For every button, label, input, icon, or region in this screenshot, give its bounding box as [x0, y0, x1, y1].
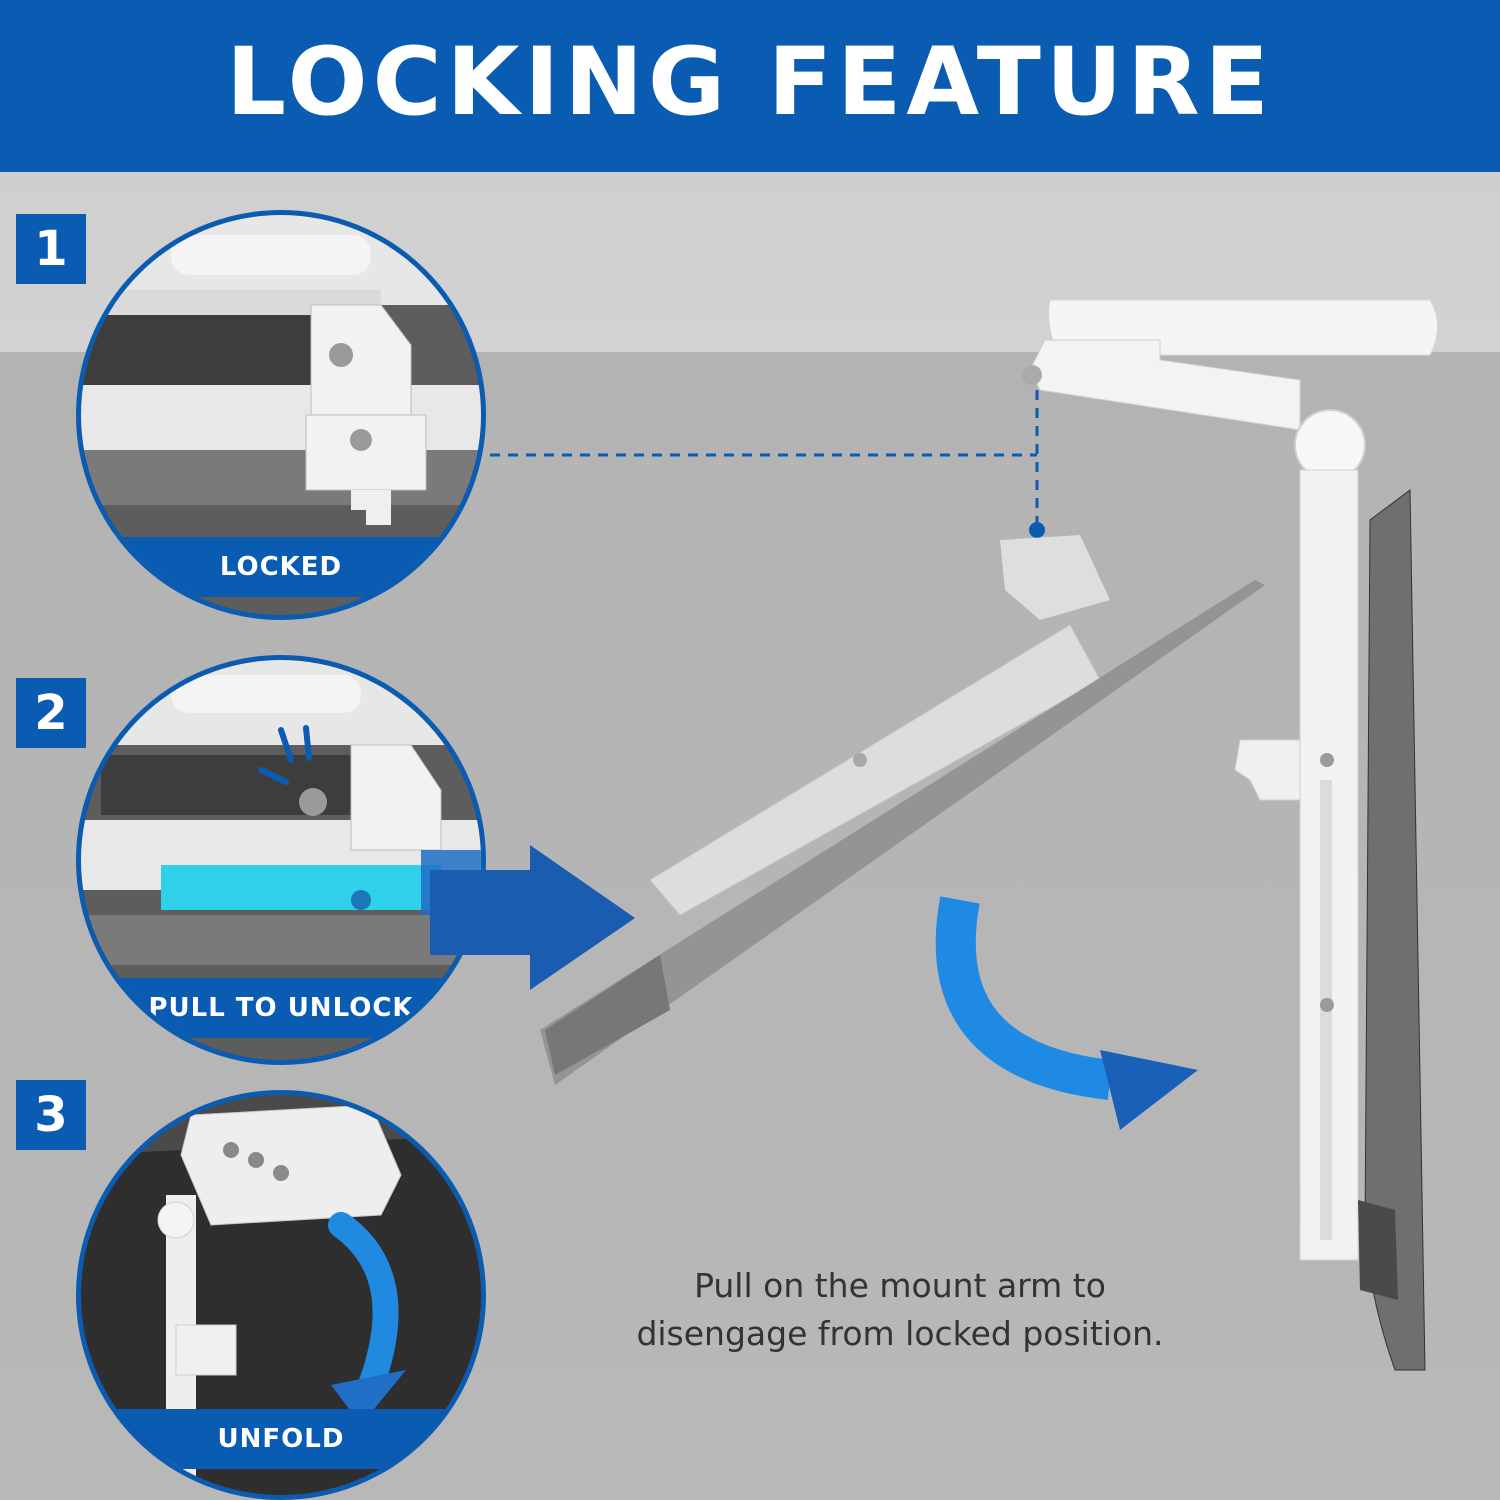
header-banner: LOCKING FEATURE [0, 0, 1500, 172]
step-2-badge: 2 [16, 678, 86, 748]
step-2-unlock-closeup: PULL TO UNLOCK [76, 655, 486, 1065]
step-3-label: UNFOLD [81, 1409, 481, 1469]
step-1-label: LOCKED [81, 537, 481, 597]
step-2-label: PULL TO UNLOCK [81, 978, 481, 1038]
caption-line-1: Pull on the mount arm to [694, 1266, 1106, 1305]
step-3-unfold-closeup: UNFOLD [76, 1090, 486, 1500]
page-title: LOCKING FEATURE [226, 27, 1274, 137]
caption-line-2: disengage from locked position. [636, 1314, 1164, 1353]
step-1-badge: 1 [16, 214, 86, 284]
instruction-caption: Pull on the mount arm to disengage from … [560, 1262, 1240, 1358]
ceiling-mount-diagram [540, 299, 1438, 1371]
step-1-locked-closeup: LOCKED [76, 210, 486, 620]
step-3-badge: 3 [16, 1080, 86, 1150]
